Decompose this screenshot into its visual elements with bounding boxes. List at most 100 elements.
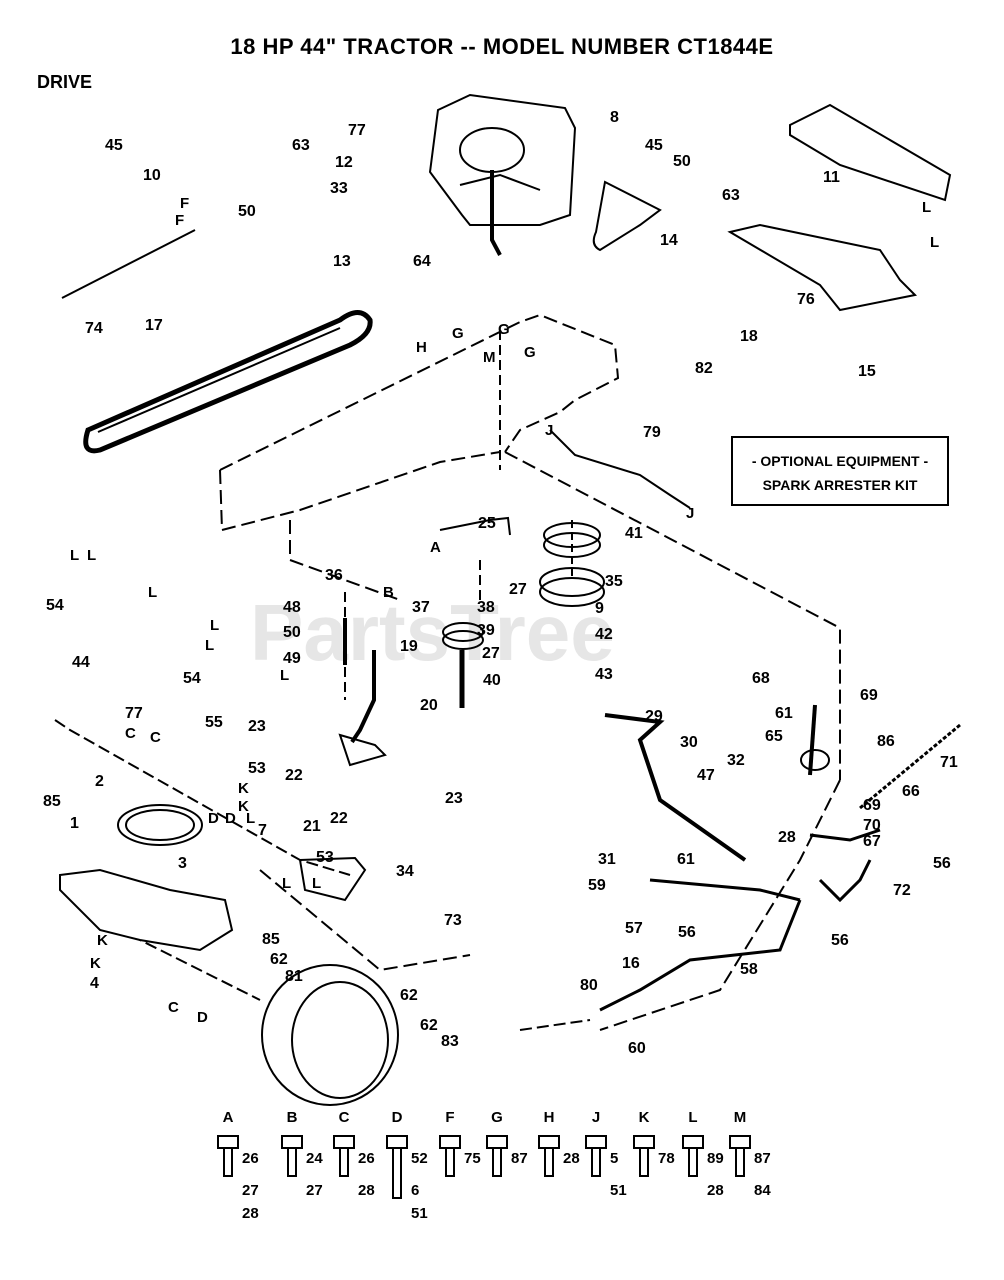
letter-reference: L — [280, 667, 289, 684]
legend-part-number: 28 — [563, 1150, 580, 1167]
letter-reference: B — [383, 584, 394, 601]
part-label: 54 — [183, 670, 201, 687]
legend-part-number: 28 — [707, 1182, 724, 1199]
bolt-shank-icon — [639, 1147, 649, 1177]
part-label: 38 — [477, 599, 495, 616]
part-label: 68 — [752, 670, 770, 687]
part-label: 53 — [316, 849, 334, 866]
bolt-shank-icon — [492, 1147, 502, 1177]
letter-reference: D — [208, 810, 219, 827]
legend-part-number: 51 — [610, 1182, 627, 1199]
part-label: 69 — [863, 797, 881, 814]
part-label: 27 — [482, 645, 500, 662]
letter-reference: C — [125, 725, 136, 742]
letter-reference: F — [180, 195, 189, 212]
part-label: 81 — [285, 968, 303, 985]
part-label: 53 — [248, 760, 266, 777]
part-label: 61 — [775, 705, 793, 722]
bolt-head-icon — [217, 1135, 239, 1149]
letter-reference: M — [483, 349, 496, 366]
legend-letter: H — [544, 1109, 555, 1126]
legend-part-number: 51 — [411, 1205, 428, 1222]
part-label: 61 — [677, 851, 695, 868]
part-label: 4 — [90, 975, 99, 992]
bolt-head-icon — [439, 1135, 461, 1149]
part-label: 47 — [697, 767, 715, 784]
legend-letter: A — [223, 1109, 234, 1126]
letter-reference: L — [70, 547, 79, 564]
bolt-head-icon — [333, 1135, 355, 1149]
legend-part-number: 26 — [242, 1150, 259, 1167]
letter-reference: G — [524, 344, 536, 361]
part-label: 56 — [933, 855, 951, 872]
bolt-head-icon — [729, 1135, 751, 1149]
part-label: 27 — [509, 581, 527, 598]
legend-part-number: 87 — [754, 1150, 771, 1167]
letter-reference: L — [922, 199, 931, 216]
part-label: 28 — [778, 829, 796, 846]
part-label: 20 — [420, 697, 438, 714]
legend-part-number: 27 — [306, 1182, 323, 1199]
part-label: 31 — [598, 851, 616, 868]
part-label: 14 — [660, 232, 678, 249]
bolt-shank-icon — [688, 1147, 698, 1177]
bolt-head-icon — [281, 1135, 303, 1149]
legend-letter: C — [339, 1109, 350, 1126]
part-label: 58 — [740, 961, 758, 978]
part-label: 67 — [863, 833, 881, 850]
section-title: DRIVE — [37, 72, 93, 92]
legend-part-number: 28 — [358, 1182, 375, 1199]
part-label: 49 — [283, 650, 301, 667]
part-label: 57 — [625, 920, 643, 937]
part-label: 70 — [863, 817, 881, 834]
letter-reference: C — [168, 999, 179, 1016]
legend-part-number: 5 — [610, 1150, 618, 1167]
part-label: 9 — [595, 600, 604, 617]
letter-reference: L — [246, 810, 255, 827]
part-label: 18 — [740, 328, 758, 345]
letter-reference: F — [175, 212, 184, 229]
part-label: 85 — [262, 931, 280, 948]
letter-reference: K — [97, 932, 108, 949]
legend-letter: D — [392, 1109, 403, 1126]
bolt-head-icon — [386, 1135, 408, 1149]
part-label: 29 — [645, 708, 663, 725]
part-label: 63 — [722, 187, 740, 204]
letter-reference: L — [312, 875, 321, 892]
bolt-head-icon — [538, 1135, 560, 1149]
letter-reference: K — [238, 780, 249, 797]
part-label: 50 — [673, 153, 691, 170]
part-label: 45 — [105, 137, 123, 154]
legend-part-number: 75 — [464, 1150, 481, 1167]
part-label: 37 — [412, 599, 430, 616]
part-label: 80 — [580, 977, 598, 994]
legend-part-number: 28 — [242, 1205, 259, 1222]
part-label: 42 — [595, 626, 613, 643]
bolt-shank-icon — [445, 1147, 455, 1177]
part-label: 48 — [283, 599, 301, 616]
letter-reference: L — [930, 234, 939, 251]
part-label: 72 — [893, 882, 911, 899]
part-label: 41 — [625, 525, 643, 542]
part-label: 16 — [622, 955, 640, 972]
watermark: PartsTree — [250, 588, 615, 677]
part-label: 54 — [46, 597, 64, 614]
part-label: 55 — [205, 714, 223, 731]
part-label: 3 — [178, 855, 187, 872]
letter-reference: L — [87, 547, 96, 564]
part-label: 23 — [445, 790, 463, 807]
legend-part-number: 87 — [511, 1150, 528, 1167]
legend-part-number: 26 — [358, 1150, 375, 1167]
part-label: 56 — [831, 932, 849, 949]
letter-reference: L — [282, 875, 291, 892]
bolt-head-icon — [633, 1135, 655, 1149]
legend-part-number: 84 — [754, 1182, 771, 1199]
part-label: 19 — [400, 638, 418, 655]
part-label: 11 — [823, 169, 840, 186]
part-label: 33 — [330, 180, 348, 197]
part-label: 39 — [477, 622, 495, 639]
part-label: 76 — [797, 291, 815, 308]
letter-reference: C — [150, 729, 161, 746]
letter-reference: L — [148, 584, 157, 601]
part-label: 22 — [285, 767, 303, 784]
